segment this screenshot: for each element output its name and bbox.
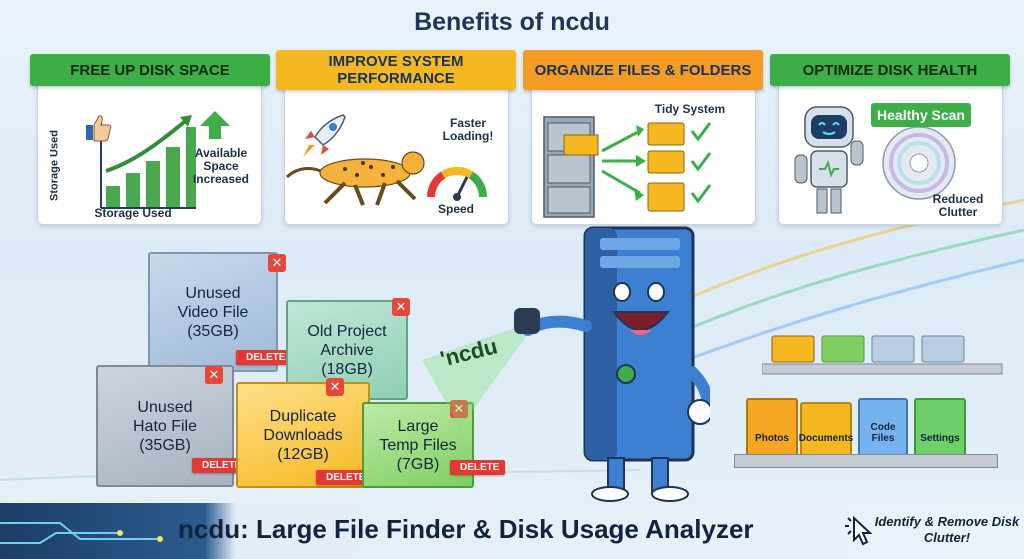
speed-gauge-icon <box>426 166 488 201</box>
ribbon-health: OPTIMIZE DISK HEALTH <box>770 54 1010 86</box>
file-size: (35GB) <box>187 322 239 340</box>
bottom-shelf <box>734 454 998 468</box>
file-name: Large Temp Files <box>379 417 457 454</box>
file-name: Unused Hato File <box>132 398 198 435</box>
ribbon-free-disk: FREE UP DISK SPACE <box>30 54 270 86</box>
tidy-system-label: Tidy System <box>654 102 726 116</box>
card-organize: Tidy System <box>531 70 756 225</box>
folder-photos[interactable]: Photos <box>746 398 798 456</box>
close-icon[interactable]: ✕ <box>205 366 223 384</box>
rocket-icon <box>303 114 346 157</box>
bar-chart-icon <box>100 115 196 209</box>
cursor-icon <box>845 515 873 546</box>
top-shelf <box>762 335 1003 375</box>
file-size: (12GB) <box>277 445 329 463</box>
file-name: Duplicate Downloads <box>263 407 343 444</box>
close-icon[interactable]: ✕ <box>268 254 286 272</box>
faster-loading-label: Faster Loading! <box>442 116 494 143</box>
thumbs-up-icon <box>86 115 112 142</box>
computer-mascot-icon <box>514 226 710 502</box>
delete-tag[interactable]: DELETE <box>236 350 292 365</box>
folder-code[interactable]: Code Files <box>858 398 908 456</box>
footer-title: ncdu: Large File Finder & Disk Usage Ana… <box>178 514 754 544</box>
footer-tagline: Identify & Remove Disk Clutter! <box>874 514 1020 545</box>
file-cabinet-icon <box>543 116 712 218</box>
card-health: Healthy Scan Reduced Clutter <box>778 70 1003 225</box>
folder-documents[interactable]: Documents <box>799 402 853 456</box>
circuit-pattern <box>0 522 163 544</box>
file-name: Old Project Archive <box>307 322 387 359</box>
chart-x-label: Storage Used <box>94 206 172 220</box>
reduced-clutter-label: Reduced Clutter <box>932 192 984 219</box>
up-arrow-icon <box>200 111 230 139</box>
close-icon[interactable]: ✕ <box>326 378 344 396</box>
chart-y-label: Storage Used <box>48 130 61 201</box>
delete-tag[interactable]: DELETE <box>192 458 248 473</box>
folder-settings[interactable]: Settings <box>914 398 966 456</box>
file-name: Unused Video File <box>177 284 249 321</box>
speed-label: Speed <box>437 202 474 216</box>
ribbon-performance: IMPROVE SYSTEM PERFORMANCE <box>276 50 516 90</box>
delete-tag[interactable]: DELETE <box>316 470 372 485</box>
file-size: (35GB) <box>139 436 191 454</box>
disc-icon <box>882 126 956 200</box>
available-space-note: Available Space Increased <box>192 146 250 186</box>
delete-tag[interactable]: DELETE <box>450 460 506 475</box>
card-free-disk: Storage Used Storage Used Available Spac… <box>37 70 262 225</box>
card-performance: Faster Loading! Speed <box>284 70 509 225</box>
close-icon[interactable]: ✕ <box>450 400 468 418</box>
close-icon[interactable]: ✕ <box>392 298 410 316</box>
cheetah-icon <box>285 151 425 206</box>
ribbon-organize: ORGANIZE FILES & FOLDERS <box>523 50 763 90</box>
file-size: (18GB) <box>321 360 373 378</box>
robot-icon <box>794 106 864 214</box>
scan-beam <box>422 320 538 428</box>
page-title: Benefits of ncdu <box>414 8 610 36</box>
file-size: (7GB) <box>396 455 440 473</box>
healthy-scan-badge: Healthy Scan <box>871 103 971 127</box>
